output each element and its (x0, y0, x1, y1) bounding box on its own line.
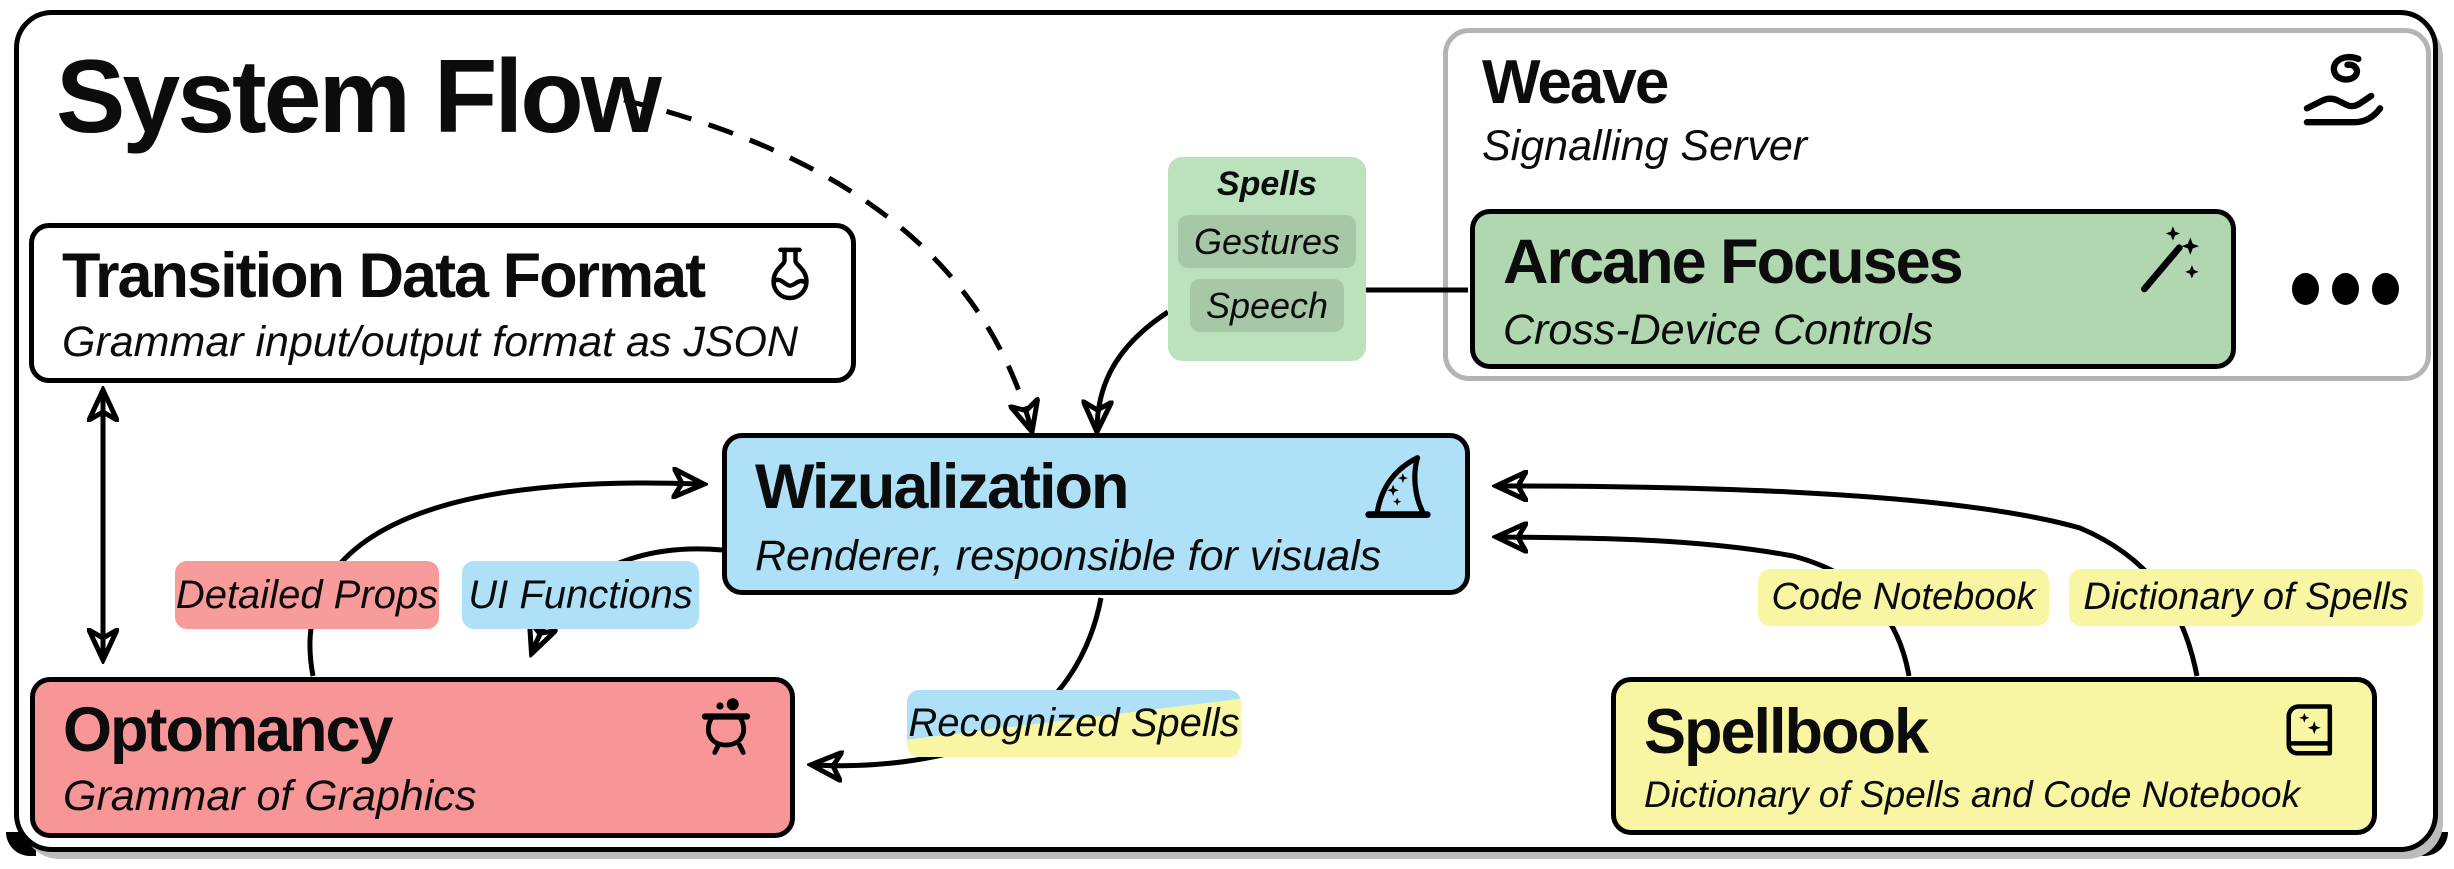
edge-optomancy-to-wizualization (307, 483, 700, 677)
edge-label-detailed-props: Detailed Props (175, 561, 439, 629)
edge-spells-to-wizualization (1097, 309, 1170, 428)
node-transition-data-format: Transition Data Format Grammar input/out… (29, 223, 856, 383)
ellipsis-dot (2332, 273, 2359, 305)
weave-subtitle: Signalling Server (1482, 122, 1808, 170)
weave-texts: Weave Signalling Server (1482, 47, 1807, 171)
diagram-title: System Flow (56, 39, 662, 155)
group-spells: Spells Gestures Speech (1168, 157, 1366, 361)
spellbook-icon (2286, 704, 2333, 756)
hand-yarn-icon (2303, 53, 2384, 126)
flask-icon (771, 247, 809, 300)
node-title: Arcane Focuses (1503, 226, 1964, 297)
node-wizualization: Wizualization Renderer, responsible for … (722, 433, 1470, 595)
weave-header: Weave Signalling Server (1482, 47, 2392, 171)
node-title: Wizualization (755, 451, 1129, 522)
wizard-hat-icon (1365, 454, 1431, 518)
node-title: Transition Data Format (62, 240, 706, 311)
node-subtitle: Grammar input/output format as JSON (62, 317, 799, 366)
edge-label-recognized-spells: Recognized Spells (907, 690, 1241, 757)
edge-systemflow-to-wizualization (623, 97, 1031, 428)
edge-label-dictionary-of-spells: Dictionary of Spells (2069, 569, 2423, 626)
node-arcane-focuses: Arcane Focuses Cross-Device Controls (1470, 209, 2236, 369)
node-title: Optomancy (63, 695, 394, 765)
ellipsis-dot (2372, 273, 2399, 305)
ellipsis-dot (2292, 273, 2319, 305)
node-subtitle: Dictionary of Spells and Code Notebook (1644, 774, 2301, 815)
magic-wand-icon (2141, 225, 2200, 292)
edge-label-ui-functions: UI Functions (462, 561, 699, 629)
weave-title: Weave (1482, 48, 1669, 117)
node-subtitle: Renderer, responsible for visuals (755, 531, 1382, 580)
spells-title: Spells (1216, 165, 1318, 203)
spell-chip-speech: Speech (1189, 279, 1345, 333)
spell-chip-gestures: Gestures (1177, 215, 1357, 269)
more-devices-ellipsis (2292, 273, 2399, 305)
node-subtitle: Grammar of Graphics (63, 772, 477, 820)
node-spellbook: Spellbook Dictionary of Spells and Code … (1611, 677, 2377, 835)
node-subtitle: Cross-Device Controls (1503, 305, 1934, 354)
edge-label-code-notebook: Code Notebook (1758, 569, 2049, 626)
node-title: Spellbook (1644, 697, 1929, 767)
node-optomancy: Optomancy Grammar of Graphics (30, 677, 795, 838)
cauldron-icon (701, 698, 751, 755)
